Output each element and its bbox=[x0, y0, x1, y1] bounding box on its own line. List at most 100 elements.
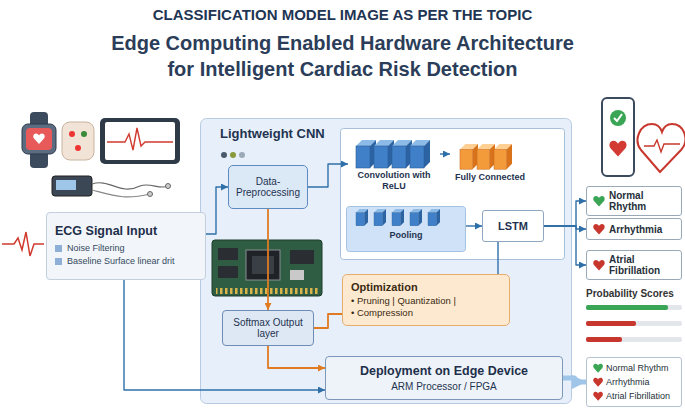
connector bbox=[124, 280, 325, 390]
chest-electrodes-icon bbox=[75, 145, 81, 151]
smartwatch-icon bbox=[22, 112, 56, 168]
node-text: ARM Processor / FPGA bbox=[330, 381, 558, 392]
holter-device-icon bbox=[52, 176, 171, 197]
deployment-box: Deployment on Edge DeviceARM Processor /… bbox=[325, 356, 563, 400]
process-box: Softmax Output layer bbox=[222, 310, 314, 346]
device-icons bbox=[614, 114, 622, 121]
heart-icon bbox=[593, 260, 604, 271]
smartwatch-icon bbox=[22, 124, 56, 154]
holter-device-icon bbox=[92, 190, 150, 197]
class-output: Atrial Fibrillation bbox=[586, 250, 682, 280]
ecg-wave bbox=[2, 232, 44, 256]
node-text: Optimization bbox=[351, 281, 501, 293]
node-text: • Pruning | Quantization | bbox=[351, 295, 501, 307]
connector bbox=[206, 187, 228, 234]
heart-icon bbox=[593, 378, 603, 387]
connector bbox=[314, 314, 342, 328]
connector bbox=[544, 226, 586, 265]
probability-bars bbox=[586, 305, 668, 310]
smartwatch-icon bbox=[33, 134, 44, 145]
probability-bars bbox=[586, 337, 622, 342]
convolution-blocks bbox=[410, 140, 430, 168]
device-icons bbox=[610, 110, 626, 126]
pooling-ground bbox=[347, 207, 466, 252]
convolution-blocks bbox=[392, 140, 412, 168]
diagram-title: Edge Computing Enabled Hardware Architec… bbox=[111, 30, 575, 82]
node-text: Atrial Fibrillation bbox=[591, 389, 677, 403]
node-text: Atrial Fibrillation bbox=[591, 254, 677, 276]
holter-device-icon bbox=[92, 183, 168, 189]
heart-icon bbox=[593, 224, 604, 235]
probability-bars bbox=[586, 337, 682, 342]
layer-block: Fully Connected bbox=[450, 138, 530, 194]
node-text: LSTM bbox=[486, 220, 540, 232]
pooling-ground bbox=[428, 209, 440, 226]
connector bbox=[440, 153, 450, 154]
layer-block: Pooling bbox=[346, 206, 466, 252]
circuit-board bbox=[218, 248, 238, 260]
ecg-monitor-icon bbox=[105, 122, 175, 160]
connector bbox=[544, 201, 586, 226]
layer-block: Convolution with ReLU bbox=[348, 134, 440, 194]
input-panel: ECG Signal InputNoise FilteringBaseline … bbox=[46, 212, 206, 280]
chest-electrodes-icon bbox=[62, 122, 94, 160]
cnn-panel-ground bbox=[230, 152, 236, 158]
cnn-panel-ground bbox=[221, 152, 227, 158]
probability-bars bbox=[586, 305, 682, 310]
connector bbox=[563, 378, 586, 382]
circuit-board bbox=[218, 266, 238, 278]
pooling-ground bbox=[356, 209, 368, 226]
node-text: Data- Preprocessing bbox=[232, 176, 304, 198]
chart-label: Probability Scores bbox=[586, 288, 684, 299]
pooling-ground bbox=[374, 209, 386, 226]
pooling-ground bbox=[347, 207, 466, 252]
node-text: ECG Signal Input bbox=[55, 224, 197, 238]
fully-connected-blocks bbox=[494, 144, 512, 169]
node-text: Noise Filtering bbox=[55, 242, 197, 255]
holter-device-icon bbox=[148, 192, 153, 197]
optimization-box: Optimization• Pruning | Quantization |• … bbox=[342, 274, 510, 326]
node-text: Baseline Surface linear drit bbox=[55, 255, 197, 268]
smartwatch-icon bbox=[26, 128, 52, 150]
connector bbox=[268, 346, 325, 368]
node-text: Pooling bbox=[346, 230, 466, 241]
ecg-monitor-icon bbox=[107, 128, 173, 150]
device-icons bbox=[638, 124, 685, 172]
holter-device-icon bbox=[166, 184, 171, 189]
circuit-board bbox=[216, 288, 318, 294]
connector bbox=[267, 209, 269, 310]
cnn-panel-ground bbox=[201, 119, 572, 404]
cnn-layer-box bbox=[341, 129, 565, 260]
connector bbox=[466, 225, 482, 226]
holter-device-icon bbox=[56, 180, 76, 190]
banner-label: CLASSIFICATION MODEL IMAGE AS PER THE TO… bbox=[0, 6, 685, 23]
node-text: Normal Rhythm bbox=[591, 190, 677, 212]
circuit-board bbox=[212, 240, 322, 296]
pooling-ground bbox=[410, 209, 422, 226]
connector bbox=[497, 242, 498, 274]
ecg-monitor-icon bbox=[100, 118, 180, 164]
circuit-board bbox=[212, 240, 322, 296]
fully-connected-blocks bbox=[460, 144, 478, 169]
cnn-panel-ground bbox=[239, 152, 245, 158]
probability-bars bbox=[586, 305, 682, 342]
process-box: Data- Preprocessing bbox=[228, 165, 308, 209]
circuit-board bbox=[290, 270, 304, 280]
chest-electrodes-icon bbox=[69, 131, 75, 137]
convolution-blocks bbox=[356, 140, 376, 168]
circuit-board bbox=[290, 250, 314, 264]
probability-bars bbox=[586, 321, 682, 326]
heart-icon bbox=[593, 364, 603, 373]
device-icons bbox=[602, 98, 685, 176]
holter-device-icon bbox=[52, 176, 92, 196]
ecg-monitor-icon bbox=[100, 118, 180, 164]
convolution-blocks bbox=[356, 140, 430, 168]
chest-electrodes-icon bbox=[62, 122, 94, 160]
circuit-board bbox=[252, 256, 274, 274]
result-box: Normal RhythmArrhythmiaAtrial Fibrillati… bbox=[586, 357, 682, 407]
pooling-ground bbox=[392, 209, 404, 226]
node-text: Normal Rhythm bbox=[591, 361, 677, 375]
node-text: Deployment on Edge Device bbox=[330, 364, 558, 378]
